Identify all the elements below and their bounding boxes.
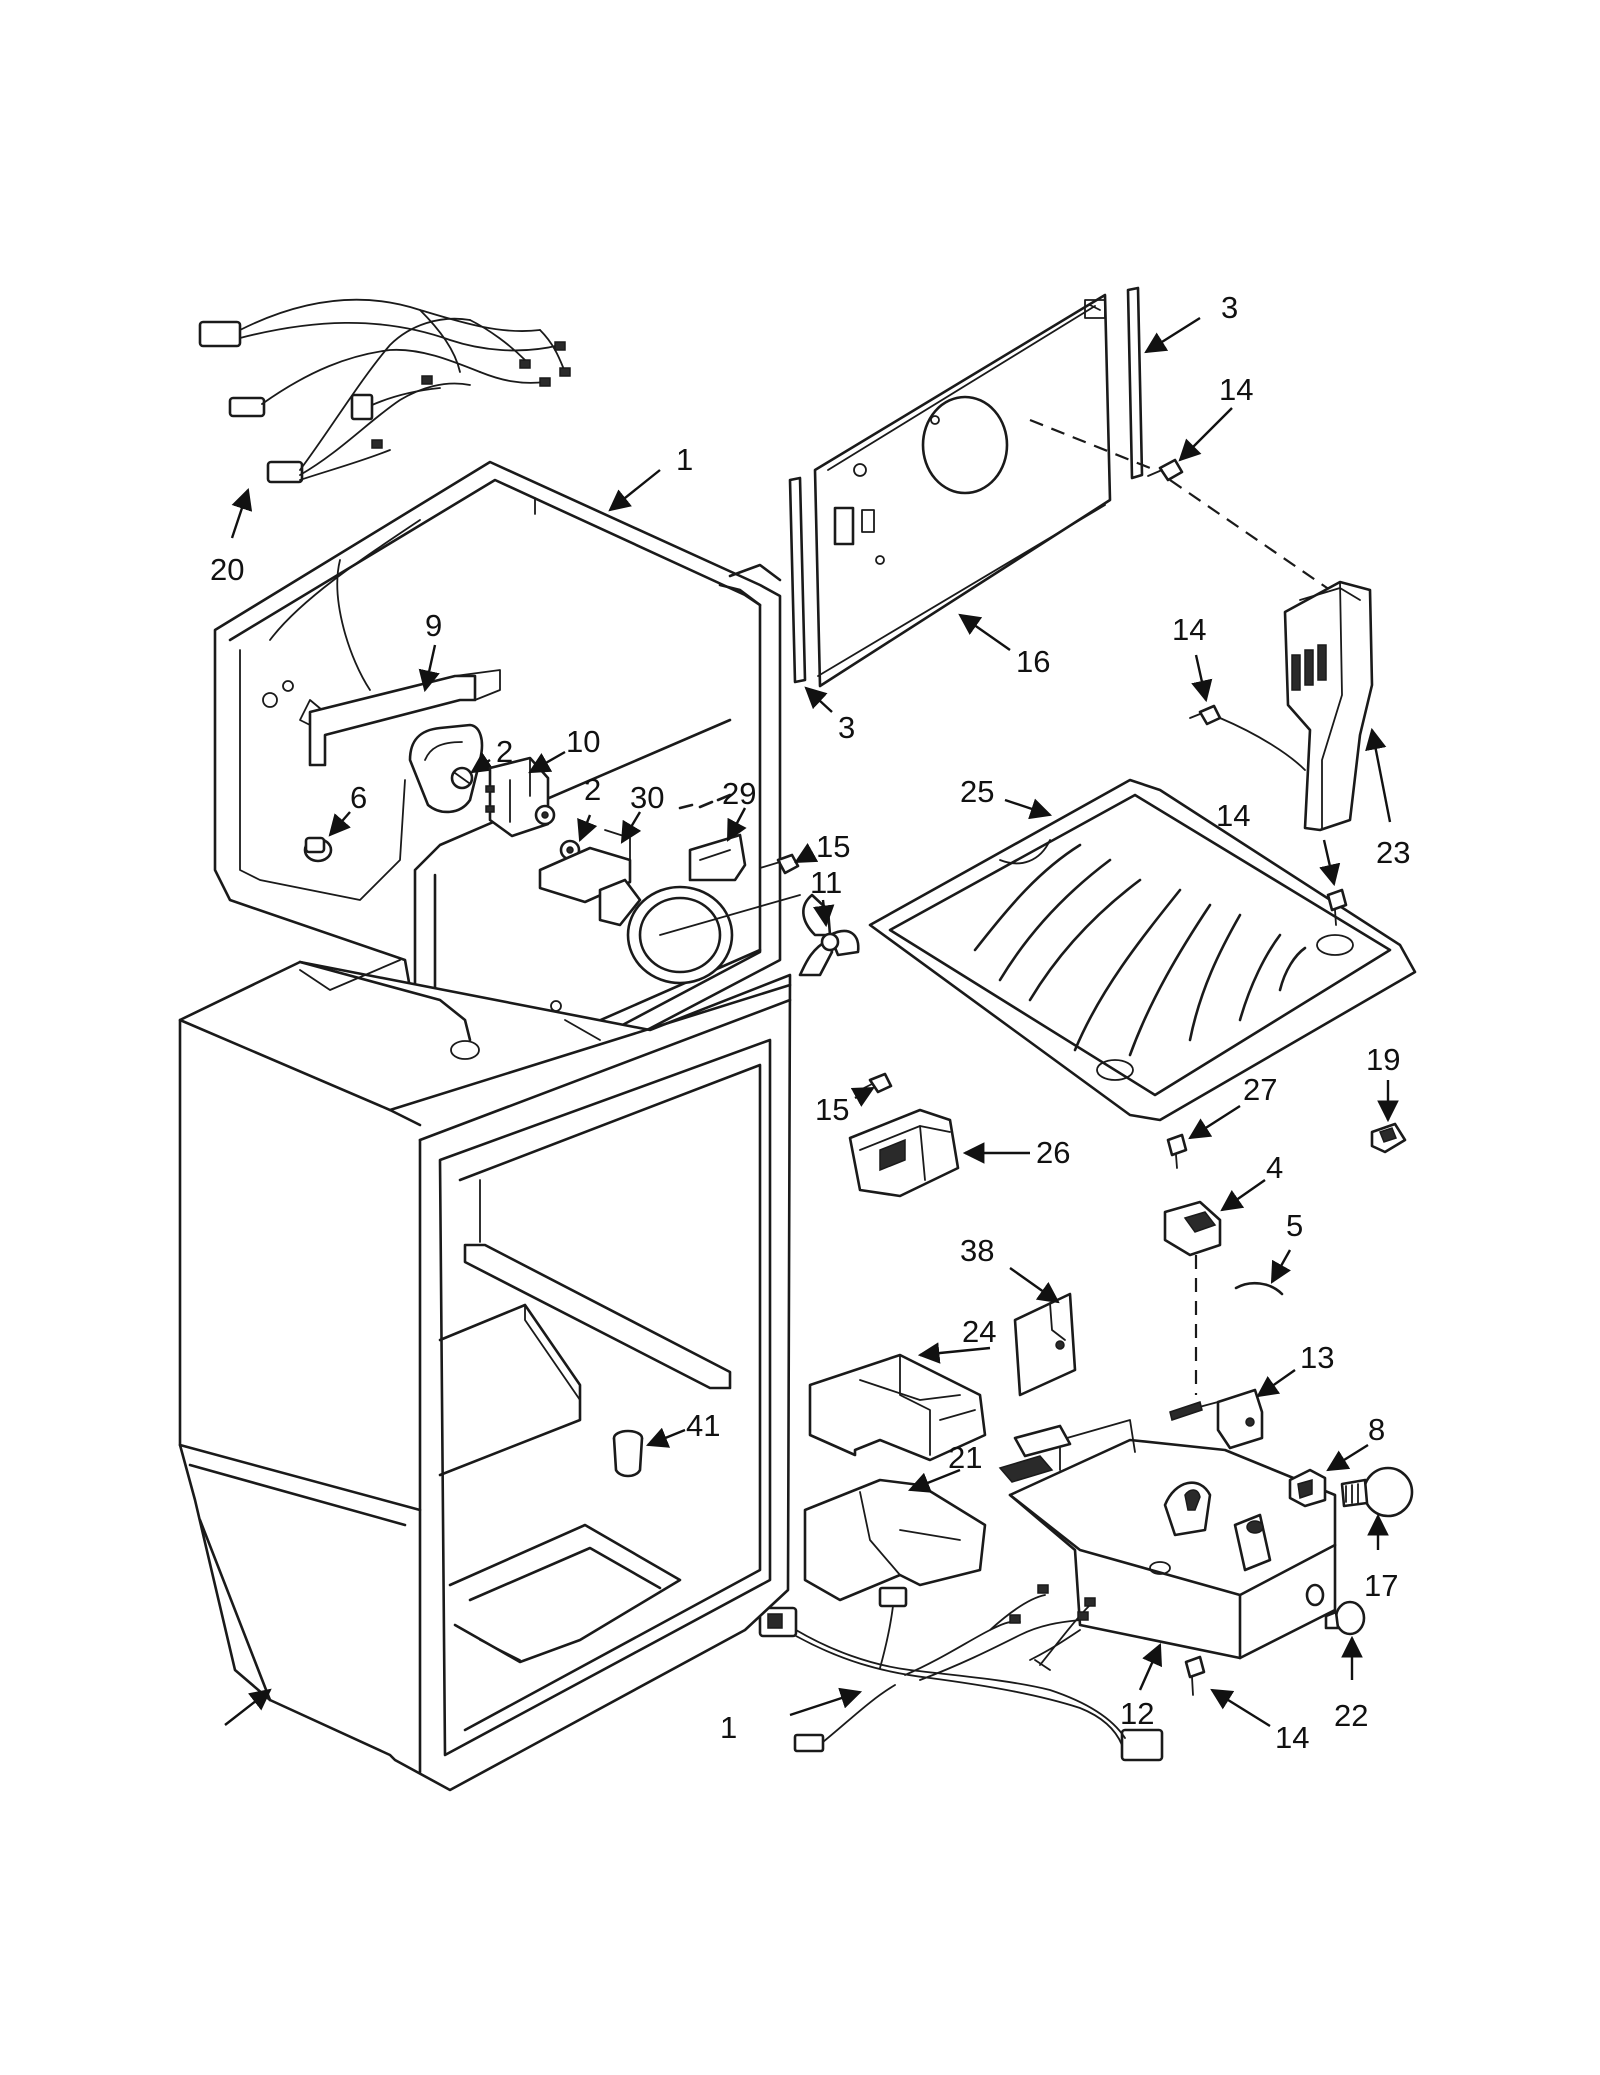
part-14-screw-c (1326, 888, 1348, 926)
callout-23: 23 (1376, 835, 1410, 870)
callout-22: 22 (1334, 1698, 1368, 1733)
callout-13: 13 (1300, 1340, 1334, 1375)
part-14-screw-a (1147, 458, 1184, 482)
part-38-insulation-pad (1013, 1292, 1077, 1397)
part-3-gasket-strip-left (788, 476, 807, 684)
callout-17: 17 (1364, 1568, 1398, 1603)
callout-12: 12 (1120, 1696, 1154, 1731)
part-15-screw-lower (859, 1072, 893, 1094)
part-21-housing (803, 1478, 987, 1602)
callout-15-upper: 15 (816, 829, 850, 864)
callout-5: 5 (1286, 1208, 1303, 1243)
part-14-screw-d (1184, 1655, 1206, 1696)
part-14-screw-b (1189, 704, 1306, 771)
callout-20: 20 (210, 552, 244, 587)
part-6-plug (303, 836, 333, 863)
callout-25: 25 (960, 774, 994, 809)
part-25-drip-tray (868, 778, 1417, 1122)
callout-21: 21 (948, 1440, 982, 1475)
callout-27: 27 (1243, 1072, 1277, 1107)
callout-30: 30 (630, 780, 664, 815)
callout-24: 24 (962, 1314, 996, 1349)
part-fan-shroud-ring (598, 878, 801, 985)
part-3-gasket-strip-right (1126, 286, 1144, 480)
part-22-knob (1324, 1600, 1366, 1636)
part-19-clip (1370, 1122, 1407, 1154)
callout-38: 38 (960, 1233, 994, 1268)
callout-26: 26 (1036, 1135, 1070, 1170)
callout-29: 29 (722, 776, 756, 811)
part-41-cap (612, 1429, 644, 1478)
part-8-socket (1288, 1468, 1327, 1508)
callout-9: 9 (425, 608, 442, 643)
part-7-wire-harness (758, 1584, 1164, 1762)
part-13-switch (1169, 1388, 1264, 1450)
part-11-fan-blade (798, 893, 860, 977)
part-20-wire-harness (198, 298, 571, 484)
callout-7: 1 (720, 1710, 737, 1745)
part-16-rear-panel (813, 293, 1112, 688)
part-air-channel (408, 723, 484, 814)
part-4-fitting (1163, 1200, 1222, 1257)
callout-10: 10 (566, 724, 600, 759)
part-27-screw (1166, 1133, 1188, 1169)
part-1-fresh-food-liner (178, 959, 792, 1792)
callout-1-upper: 1 (676, 442, 693, 477)
callout-3-upper: 3 (1221, 290, 1238, 325)
callout-14-b: 14 (1172, 612, 1206, 647)
part-24-housing (808, 1353, 987, 1462)
callout-4: 4 (1266, 1150, 1283, 1185)
callout-2-lower: 2 (584, 772, 601, 807)
callout-11: 11 (810, 865, 842, 900)
part-15-screw-upper (759, 853, 800, 875)
part-12-dispenser-tray (998, 1419, 1337, 1660)
part-17-light-bulb (1340, 1466, 1414, 1518)
part-5-spring (1234, 1281, 1284, 1296)
callout-14-d: 14 (1275, 1720, 1309, 1755)
callout-2-upper: 2 (496, 734, 513, 769)
callout-14-a: 14 (1219, 372, 1253, 407)
callout-41: 41 (686, 1408, 720, 1443)
part-9-bracket (308, 669, 501, 767)
callout-8: 8 (1368, 1412, 1385, 1447)
part-23-air-duct (1283, 580, 1374, 832)
part-2-screw-a (450, 766, 474, 790)
callout-14-c: 14 (1216, 798, 1250, 833)
callout-15-lower: 15 (815, 1092, 849, 1127)
callout-3-lower: 3 (838, 710, 855, 745)
callout-19: 19 (1366, 1042, 1400, 1077)
part-26-fan-motor (848, 1108, 960, 1198)
callout-16: 16 (1016, 644, 1050, 679)
callout-6: 6 (350, 780, 367, 815)
